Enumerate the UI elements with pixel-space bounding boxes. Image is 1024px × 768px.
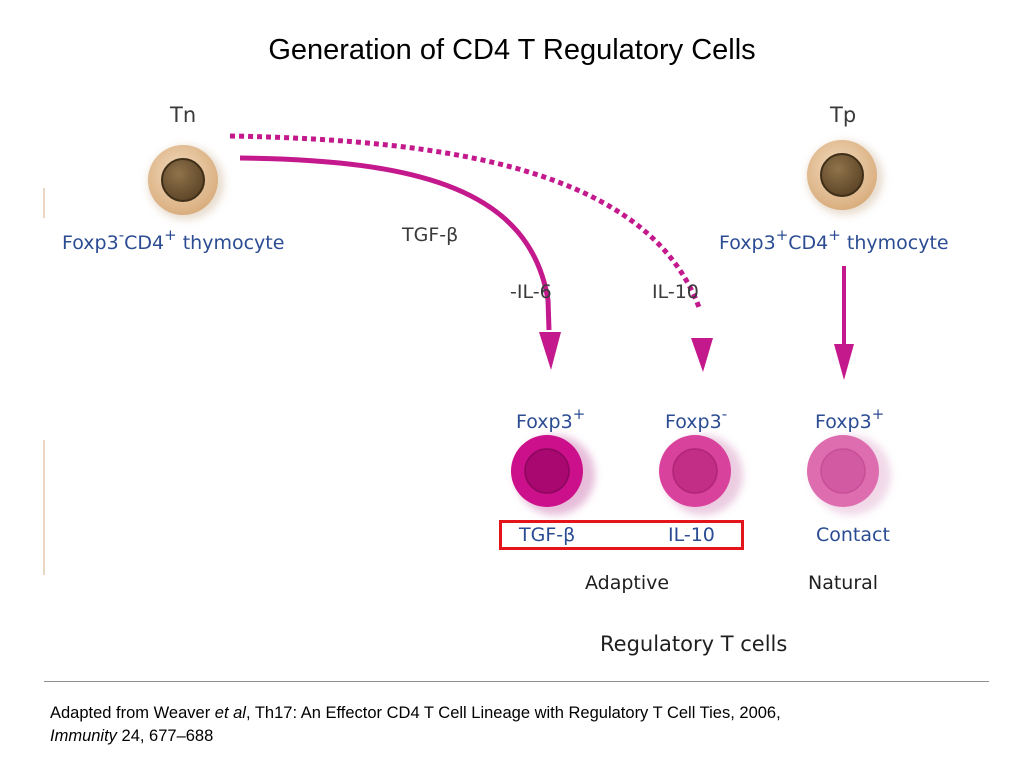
category-adaptive: Adaptive xyxy=(585,572,670,594)
category-natural: Natural xyxy=(808,572,879,594)
tp-cell xyxy=(807,140,883,215)
tgf-beta-arrow xyxy=(239,155,561,370)
treg-cell-tgfb xyxy=(511,435,595,515)
treg-marker-text: Foxp3 xyxy=(665,411,722,433)
edge-artifact xyxy=(43,440,45,575)
adaptive-highlight-box xyxy=(499,520,744,550)
caption-text: Adapted from Weaver xyxy=(50,704,215,722)
treg-marker-sup: - xyxy=(721,405,728,423)
tn-label: Tn xyxy=(170,103,197,127)
source-caption: Adapted from Weaver et al, Th17: An Effe… xyxy=(50,702,990,748)
tp-arrow xyxy=(834,266,854,380)
signal-il10: IL-10 xyxy=(652,281,699,303)
treg-marker-label: Foxp3+ xyxy=(815,405,884,433)
tn-marker-sup: - xyxy=(118,226,125,244)
tn-tail: thymocyte xyxy=(176,232,285,254)
treg-cell-il10 xyxy=(659,435,743,515)
caption-text: , Th17: An Effector CD4 T Cell Lineage w… xyxy=(245,704,781,722)
mechanism-tgf-beta: TGF-β xyxy=(519,524,576,546)
tn-cd4: CD4 xyxy=(124,232,165,254)
tn-marker: Foxp3 xyxy=(62,232,119,254)
treg-marker-text: Foxp3 xyxy=(516,411,573,433)
slide-title: Generation of CD4 T Regulatory Cells xyxy=(268,34,756,66)
group-label: Regulatory T cells xyxy=(600,632,788,656)
treg-marker-label: Foxp3- xyxy=(665,405,727,433)
treg-marker-sup: + xyxy=(572,405,586,423)
tp-marker: Foxp3 xyxy=(719,232,776,254)
treg-cell-contact xyxy=(807,435,891,515)
treg-marker-label: Foxp3+ xyxy=(516,405,585,433)
caption-italic: et al xyxy=(214,704,246,722)
caption-journal: Immunity xyxy=(50,727,117,745)
caption-citation: 24, 677–688 xyxy=(116,727,214,745)
tp-cd4-sup: + xyxy=(828,226,841,244)
tn-cell xyxy=(148,145,224,220)
tp-tail: thymocyte xyxy=(840,232,949,254)
signal-minus-il6: -IL-6 xyxy=(510,281,552,303)
signal-tgf-beta: TGF-β xyxy=(402,224,459,246)
tp-cd4: CD4 xyxy=(788,232,829,254)
mechanism-contact: Contact xyxy=(816,524,890,546)
il10-dotted-arrow xyxy=(229,133,713,372)
footer-divider xyxy=(44,681,989,682)
mechanism-il10: IL-10 xyxy=(668,524,715,546)
tp-thymocyte-label: Foxp3+CD4+ thymocyte xyxy=(719,226,949,254)
treg-marker-text: Foxp3 xyxy=(815,411,872,433)
tn-cd4-sup: + xyxy=(164,226,177,244)
tn-thymocyte-label: Foxp3-CD4+ thymocyte xyxy=(62,226,284,254)
edge-artifact xyxy=(43,188,45,218)
tp-label: Tp xyxy=(830,103,857,127)
treg-marker-sup: + xyxy=(871,405,885,423)
tp-marker-sup: + xyxy=(775,226,789,244)
